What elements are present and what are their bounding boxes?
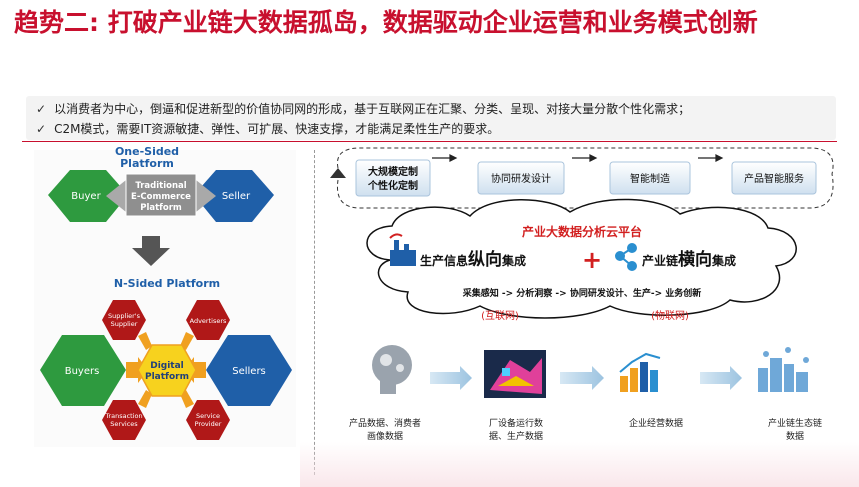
source-label-1-line1: 产品数据、消费者 [348, 419, 421, 429]
source-label-3-line1: 企业经营数据 [628, 419, 683, 429]
factory-icon [389, 233, 416, 266]
down-arrow-icon [132, 236, 170, 266]
check-icon: ✓ [36, 102, 47, 116]
digital-line1: Digital [150, 361, 184, 371]
source-arrow-2 [560, 366, 604, 390]
step-arrows [432, 154, 724, 162]
source-label-4-line1: 产业链生态链 [767, 419, 822, 429]
buyers-hexagon [40, 335, 126, 406]
service-provider-hexagon [186, 400, 230, 440]
flow-step-3 [609, 161, 691, 195]
flow-step-1-line2: 个性化定制 [367, 179, 418, 192]
suppliers-line1: Supplier's [108, 312, 141, 320]
source-label-1: 产品数据、消费者 画像数据 [340, 416, 430, 442]
title-divider [22, 141, 837, 142]
data-flow-diagram: 大规模定制 个性化定制 协同研发设计 智能制造 产品智能服务 产业大数据分析云平… [330, 147, 834, 398]
source-label-3: 企业经营数据 [616, 416, 696, 429]
advertisers-hexagon [186, 300, 230, 340]
city-network-icon [758, 347, 809, 392]
advertisers-label: Advertisers [190, 317, 227, 325]
flow-step-4-label: 产品智能服务 [744, 172, 804, 185]
buyer-hexagon [48, 170, 128, 222]
flow-loop [336, 147, 834, 209]
source-label-2-line1: 厂设备运行数 [488, 419, 543, 429]
buyers-label: Buyers [65, 366, 100, 377]
service-line2: Provider [195, 420, 222, 428]
flow-step-1 [355, 159, 431, 197]
network-icon [615, 243, 637, 271]
loop-arrowhead-icon [330, 168, 346, 178]
suppliers-line2: Supplier [111, 320, 138, 328]
source-label-2: 厂设备运行数 据、生产数据 [480, 416, 552, 442]
vertical-separator [314, 150, 315, 475]
flow-step-2-label: 协同研发设计 [491, 172, 551, 185]
cloud-shape [366, 198, 797, 319]
bullet-item: ✓ 以消费者为中心，倒逼和促进新型的价值协同网的形成，基于互联网正在汇聚、分类、呈… [36, 100, 690, 117]
buyer-label: Buyer [71, 191, 101, 202]
source-label-4-line2: 数据 [785, 432, 804, 442]
digital-line2: Platform [145, 372, 189, 382]
transaction-line1: Transaction [104, 412, 142, 420]
traditional-line1: Traditional [135, 181, 186, 191]
check-icon: ✓ [36, 122, 47, 136]
one-sided-heading-line2: Platform [120, 157, 174, 170]
source-label-2-line2: 据、生产数据 [488, 432, 543, 442]
seller-hexagon [194, 170, 274, 222]
analysis-chain: 采集感知 -> 分析洞察 -> 协同研发设计、生产-> 业务创新 [462, 287, 702, 299]
source-arrow-1 [430, 366, 472, 390]
decorative-band [300, 442, 859, 487]
traditional-platform-box [125, 173, 197, 217]
factory-equipment-icon [484, 350, 546, 398]
vertical-integration-label: 生产信息纵向集成 [420, 249, 526, 270]
bullet-item: ✓ C2M模式，需要IT资源敏捷、弹性、可扩展、快速支撑，才能满足柔性生产的要求。 [36, 120, 499, 137]
digital-platform-hexagon [137, 344, 197, 397]
sellers-label: Sellers [232, 366, 266, 377]
internet-label: (互联网) [481, 310, 519, 322]
plus-sign: + [582, 246, 602, 274]
source-arrow-3 [700, 366, 742, 390]
consumer-head-icon [372, 345, 412, 394]
traditional-line2: E-Commerce [131, 192, 191, 202]
transaction-hexagon [102, 400, 146, 440]
iot-label: (物联网) [651, 309, 689, 322]
bullet-box: ✓ 以消费者为中心，倒逼和促进新型的价值协同网的形成，基于互联网正在汇聚、分类、呈… [26, 96, 836, 140]
page-title: 趋势二: 打破产业链大数据孤岛，数据驱动企业运营和业务模式创新 [14, 8, 758, 37]
source-label-4: 产业链生态链 数据 [760, 416, 830, 442]
source-label-1-line2: 画像数据 [366, 432, 403, 442]
bullet-text: C2M模式，需要IT资源敏捷、弹性、可扩展、快速支撑，才能满足柔性生产的要求。 [54, 122, 500, 136]
suppliers-hexagon [102, 300, 146, 340]
flow-step-3-label: 智能制造 [630, 172, 670, 185]
flow-step-1-line1: 大规模定制 [368, 165, 418, 178]
one-sided-heading-line1: One-Sided [115, 145, 179, 158]
business-chart-icon [619, 352, 661, 392]
n-sided-heading: N-Sided Platform [114, 277, 220, 290]
horizontal-integration-label: 产业链横向集成 [642, 249, 736, 270]
seller-label: Seller [222, 191, 251, 202]
flow-step-2 [477, 161, 565, 195]
flow-step-4 [731, 161, 817, 195]
traditional-line3: Platform [140, 203, 182, 213]
service-line1: Service [196, 412, 220, 420]
bullet-text: 以消费者为中心，倒逼和促进新型的价值协同网的形成，基于互联网正在汇聚、分类、呈现… [54, 102, 691, 116]
cloud-title: 产业大数据分析云平台 [522, 224, 642, 239]
transaction-line2: Services [110, 420, 138, 428]
sellers-hexagon [206, 335, 292, 406]
platform-diagram: One-Sided Platform Buyer Seller Traditio… [40, 145, 292, 440]
